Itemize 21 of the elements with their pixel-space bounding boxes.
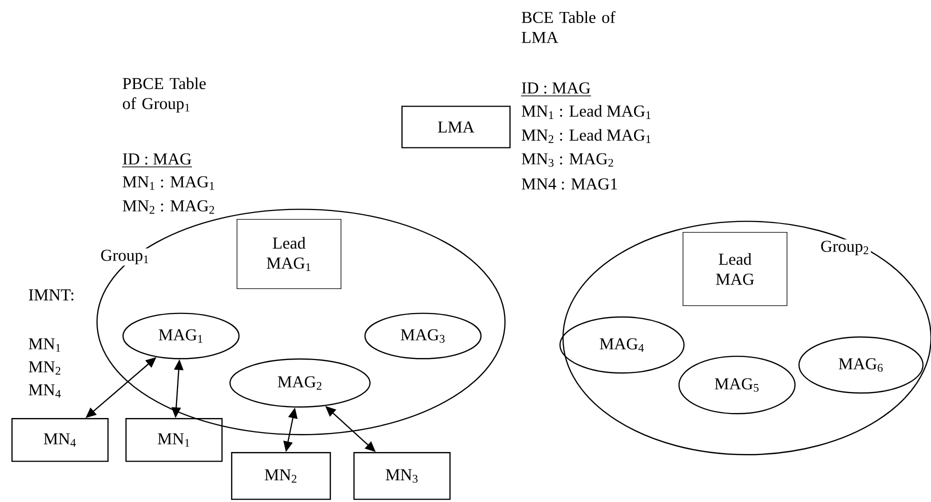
process-box: MN$_{3}$ bbox=[353, 452, 451, 500]
table-text: ID : MAG bbox=[122, 153, 192, 165]
table-text: ID : MAG bbox=[522, 82, 590, 94]
table-text: MN$_{3}$ : MAG$_{2}$ bbox=[522, 153, 614, 167]
group-label: Group$_{1}$ bbox=[99, 248, 151, 266]
table-text: MN$_{2}$ bbox=[28, 361, 60, 375]
table-text: IMNT: bbox=[28, 289, 74, 301]
process-box: Lead MAG$_{1}$ bbox=[236, 219, 342, 289]
group-label: Group$_{2}$ bbox=[819, 239, 871, 257]
process-box: MN$_{2}$ bbox=[231, 452, 331, 500]
table-text: MN$_{1}$ bbox=[28, 338, 60, 352]
table-text: PBCE Table of Group$_{1}$ bbox=[122, 77, 206, 113]
process-box: MN$_{1}$ bbox=[125, 418, 223, 462]
table-text: MN$_{1}$ : MAG$_{1}$ bbox=[122, 176, 214, 190]
table-text: MN$_{2}$ : MAG$_{2}$ bbox=[122, 200, 214, 214]
process-box: LMA bbox=[401, 106, 511, 148]
process-box: Lead MAG bbox=[682, 232, 788, 306]
table-text: BCE Table of LMA bbox=[522, 11, 616, 43]
process-box: MN$_{4}$ bbox=[11, 418, 109, 462]
table-text: MN4 : MAG1 bbox=[522, 178, 618, 190]
table-text: MN$_{4}$ bbox=[28, 384, 61, 398]
